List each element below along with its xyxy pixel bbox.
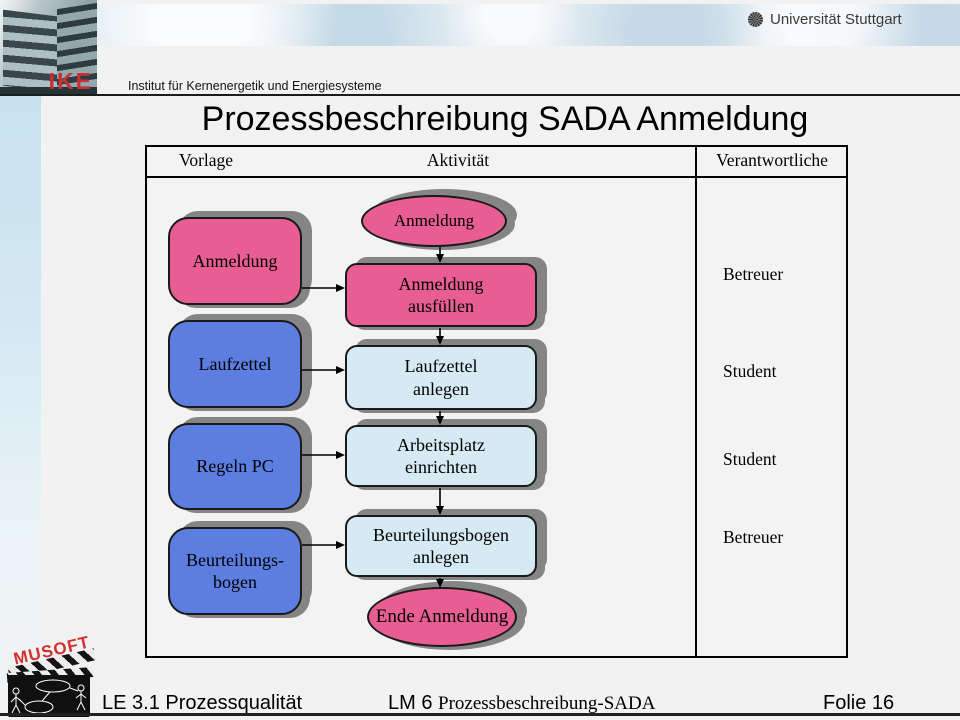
responsible-label-3: Student bbox=[723, 449, 777, 469]
end-ellipse: Ende Anmeldung bbox=[367, 587, 517, 647]
vorlage-box-regeln-pc: Regeln PC bbox=[168, 423, 302, 510]
start-ellipse: Anmeldung bbox=[361, 195, 507, 247]
footer-module-prefix: LM 6 bbox=[388, 692, 439, 714]
footer-module: LM 6 Prozessbeschreibung-SADA bbox=[388, 692, 655, 715]
table-column-divider bbox=[695, 145, 697, 658]
activity-box-beurteilungsbogen-anlegen: Beurteilungsbogen anlegen bbox=[345, 515, 537, 577]
left-gradient-strip bbox=[0, 96, 41, 720]
footer-lesson: LE 3.1 Prozessqualität bbox=[102, 692, 303, 714]
footer-slide-number: Folie 16 bbox=[823, 692, 895, 714]
bottom-divider bbox=[0, 713, 960, 716]
responsible-label-2: Student bbox=[723, 361, 777, 381]
vorlage-box-laufzettel: Laufzettel bbox=[168, 320, 302, 408]
column-header-aktivitaet: Aktivität bbox=[426, 150, 490, 170]
responsible-label-4: Betreuer bbox=[723, 527, 784, 547]
header-divider bbox=[0, 94, 960, 96]
responsible-label-1: Betreuer bbox=[723, 264, 784, 284]
university-name: Universität Stuttgart bbox=[770, 11, 902, 28]
clapperboard-icon bbox=[8, 675, 90, 717]
activity-box-arbeitsplatz-einrichten: Arbeitsplatz einrichten bbox=[345, 425, 537, 487]
page-title: Prozessbeschreibung SADA Anmeldung bbox=[201, 100, 809, 138]
header-banner bbox=[97, 4, 960, 46]
activity-box-anmeldung-ausfuellen: Anmeldung ausfüllen bbox=[345, 263, 537, 327]
column-header-verantwortliche: Verantwortliche bbox=[716, 150, 828, 170]
table-header-divider bbox=[145, 176, 848, 178]
vorlage-box-anmeldung: Anmeldung bbox=[168, 217, 302, 305]
activity-box-laufzettel-anlegen: Laufzettel anlegen bbox=[345, 345, 537, 410]
building-ground bbox=[0, 87, 97, 96]
ike-logo-text: IKE bbox=[48, 68, 93, 94]
vorlage-box-beurteilungsbogen: Beurteilungs- bogen bbox=[168, 527, 302, 615]
column-header-vorlage: Vorlage bbox=[178, 150, 234, 170]
institute-name: Institut für Kernenergetik und Energiesy… bbox=[128, 79, 382, 93]
musoft-logo: MUSOFT bbox=[6, 633, 100, 718]
footer-module-name: Prozessbeschreibung-SADA bbox=[438, 693, 656, 714]
university-logo-icon bbox=[748, 12, 763, 27]
ike-building-photo: IKE bbox=[0, 0, 97, 96]
